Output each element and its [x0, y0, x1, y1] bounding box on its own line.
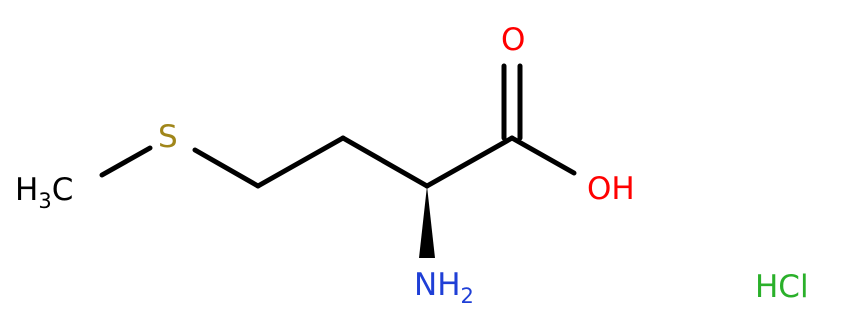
hydroxyl-label: OH — [587, 171, 635, 207]
amine-label: NH2 — [414, 267, 474, 308]
bond-ch2-ch2 — [255, 135, 346, 189]
wedge-bond-alpha-carbon-amine — [419, 186, 435, 258]
bond-ch2-alpha-carbon — [340, 135, 430, 189]
bonds — [99, 63, 577, 189]
methyl-label: H3C — [15, 172, 73, 213]
bond-alpha-carbon-carboxyl — [424, 135, 515, 189]
sulfur-label: S — [158, 119, 178, 155]
bond-methyl-sulfur — [99, 145, 153, 178]
bond-carboxyl-hydroxyl — [509, 135, 577, 176]
bond-sulfur-ch2 — [192, 147, 261, 189]
carbonyl-oxygen-label: O — [501, 22, 525, 58]
hcl-label: HCl — [755, 269, 809, 305]
